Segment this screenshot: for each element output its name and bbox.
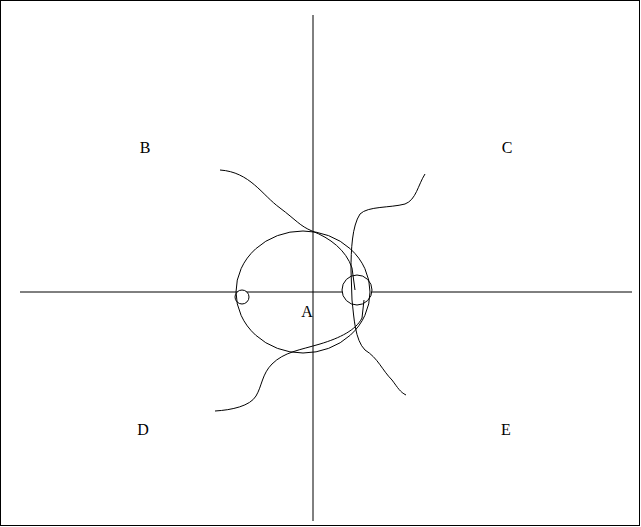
quadrant-letter: B: [140, 140, 151, 156]
vertical-axis: [313, 15, 314, 521]
quadrant-letter: C: [502, 140, 513, 156]
wavy-line: [220, 170, 355, 290]
quadrant-letter: E: [501, 422, 511, 438]
node-letter: A: [301, 304, 313, 320]
small-circle: [342, 275, 372, 305]
horizontal-axis: [20, 292, 632, 293]
wavy-line: [351, 174, 425, 395]
wavy-line: [215, 300, 364, 411]
ellipse-outline: [235, 230, 371, 354]
quadrant-letter: D: [137, 422, 149, 438]
ellipse-node: A: [235, 230, 371, 354]
